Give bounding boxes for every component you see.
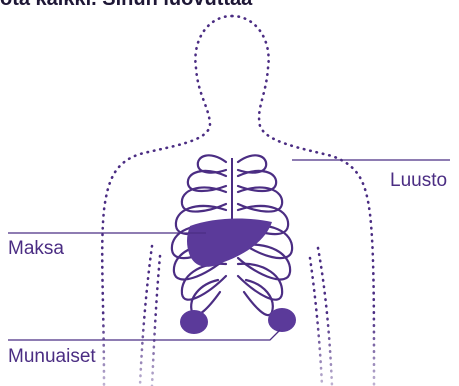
kidney-left — [180, 310, 208, 334]
label-liver: Maksa — [8, 238, 64, 260]
label-skeleton: Luusto — [390, 170, 447, 192]
kidney-right — [268, 308, 296, 332]
liver — [187, 219, 272, 267]
label-kidneys: Munuaiset — [8, 346, 96, 368]
